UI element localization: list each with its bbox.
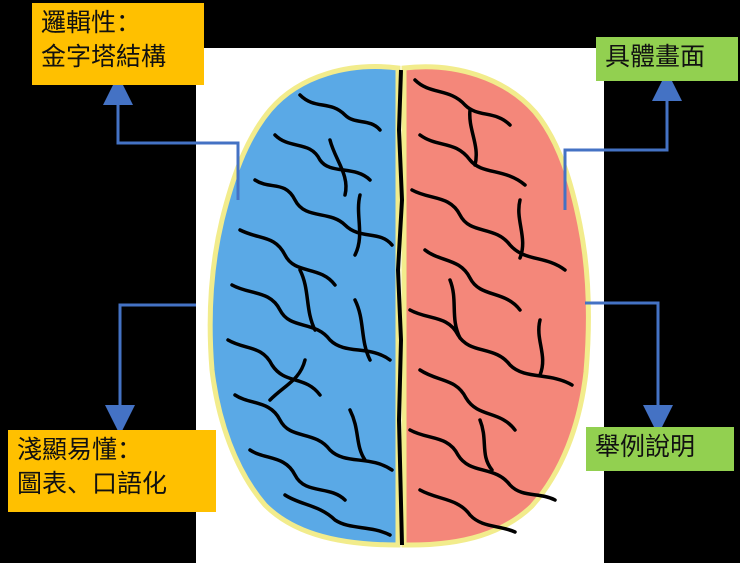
label-concrete-line1: 具體畫面	[605, 42, 706, 71]
right-gyri	[408, 78, 574, 534]
arrow-to-easy	[105, 303, 196, 435]
label-easy-line2: 圖表、口語化	[17, 469, 168, 498]
label-logic-line1: 邏輯性：	[41, 8, 142, 37]
arrow-to-concrete	[563, 71, 682, 210]
label-easy-line1: 淺顯易懂：	[17, 435, 143, 464]
label-easy: 淺顯易懂： 圖表、口語化	[8, 430, 216, 512]
left-hemisphere	[207, 64, 401, 548]
label-concrete-image: 具體畫面	[596, 37, 738, 81]
label-example: 舉例說明	[586, 427, 734, 471]
label-example-line1: 舉例說明	[595, 432, 696, 461]
arrow-to-example	[585, 301, 673, 435]
left-gyri	[226, 93, 394, 537]
right-hemisphere	[401, 64, 591, 548]
label-logic-line2: 金字塔結構	[41, 42, 167, 71]
label-logic: 邏輯性： 金字塔結構	[32, 3, 204, 85]
central-fissure	[395, 69, 405, 546]
arrow-to-logic	[103, 75, 240, 200]
